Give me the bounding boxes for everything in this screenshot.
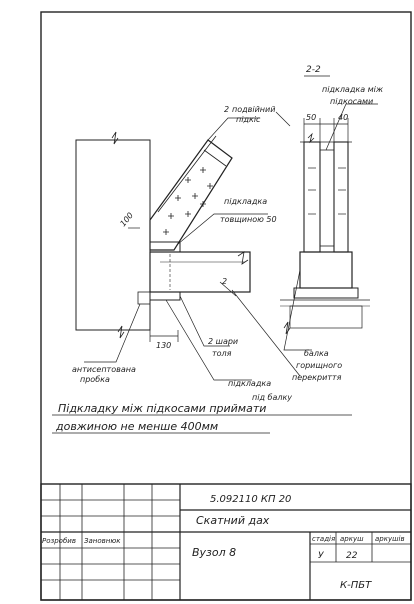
dim-2-top: 2	[224, 105, 229, 114]
label-antiseptic-2: пробка	[80, 375, 110, 384]
tb-sheets-header: аркушів	[375, 535, 405, 543]
antiseptic-cork	[137, 291, 151, 305]
strut-crosses	[163, 167, 213, 235]
section-pad-between	[319, 149, 335, 247]
label-pad-between-1: підкладка між	[322, 85, 384, 94]
section-strut-left	[303, 141, 321, 253]
note-line-1: Підкладку між підкосами приймати	[58, 402, 266, 415]
pad-under-beam	[149, 291, 181, 301]
label-pad-under-beam-1: підкладка	[228, 379, 271, 388]
tb-doc-code: 5.092110 КП 20	[210, 494, 291, 505]
section-2-2: 2-2 50 40 підкладка між підкосами	[231, 65, 384, 382]
tb-role-designer: Розробив	[42, 537, 76, 545]
label-two-layers-2: толя	[212, 349, 232, 358]
section-label: 2-2	[306, 65, 321, 75]
label-two-layers-1: 2 шари	[208, 337, 238, 346]
label-pad-between-2: підкосами	[330, 97, 373, 106]
dim-2-mid: 2	[222, 277, 227, 286]
section-strut-right	[333, 141, 349, 253]
tb-sheet-value: 22	[346, 551, 358, 561]
label-antiseptic-1: антисептована	[72, 365, 136, 374]
tb-stage-value: У	[318, 551, 324, 561]
dim-40: 40	[338, 113, 348, 122]
section-beam	[299, 251, 353, 289]
section-pad-under	[293, 287, 359, 299]
label-double-strut-2: підкіс	[236, 115, 261, 124]
dim-50: 50	[306, 113, 316, 122]
tb-title: Скатний дах	[196, 514, 270, 527]
tb-sheet-header: аркуш	[340, 535, 364, 543]
main-detail: 100 130 подвійний підкіс 2 підкладка тов…	[72, 105, 292, 402]
label-pad-under-beam-2: під балку	[252, 393, 292, 402]
note: Підкладку між підкосами приймати довжино…	[52, 402, 352, 434]
tb-stage-header: стадія	[312, 535, 335, 543]
label-pad-thickness-2: товщиною 50	[220, 215, 277, 224]
dim-100: 100	[118, 211, 135, 228]
masonry-wall	[75, 139, 151, 331]
label-attic-beam-3: перекриття	[292, 373, 342, 382]
attic-beam	[149, 251, 251, 293]
label-pad-thickness-1: підкладка	[224, 197, 267, 206]
title-block: 5.092110 КП 20 Скатний дах Розробив Зано…	[40, 483, 412, 601]
dim-130: 130	[156, 341, 171, 350]
tb-sheet-name: Вузол 8	[192, 546, 236, 559]
label-double-strut-1: подвійний	[232, 105, 275, 114]
tb-role-checker: Зановнюк	[84, 537, 121, 545]
label-attic-beam-2: горищного	[296, 361, 342, 370]
note-line-2: довжиною не менше 400мм	[55, 420, 218, 433]
tb-org: К-ПБТ	[340, 580, 372, 591]
label-attic-beam-1: балка	[304, 349, 329, 358]
